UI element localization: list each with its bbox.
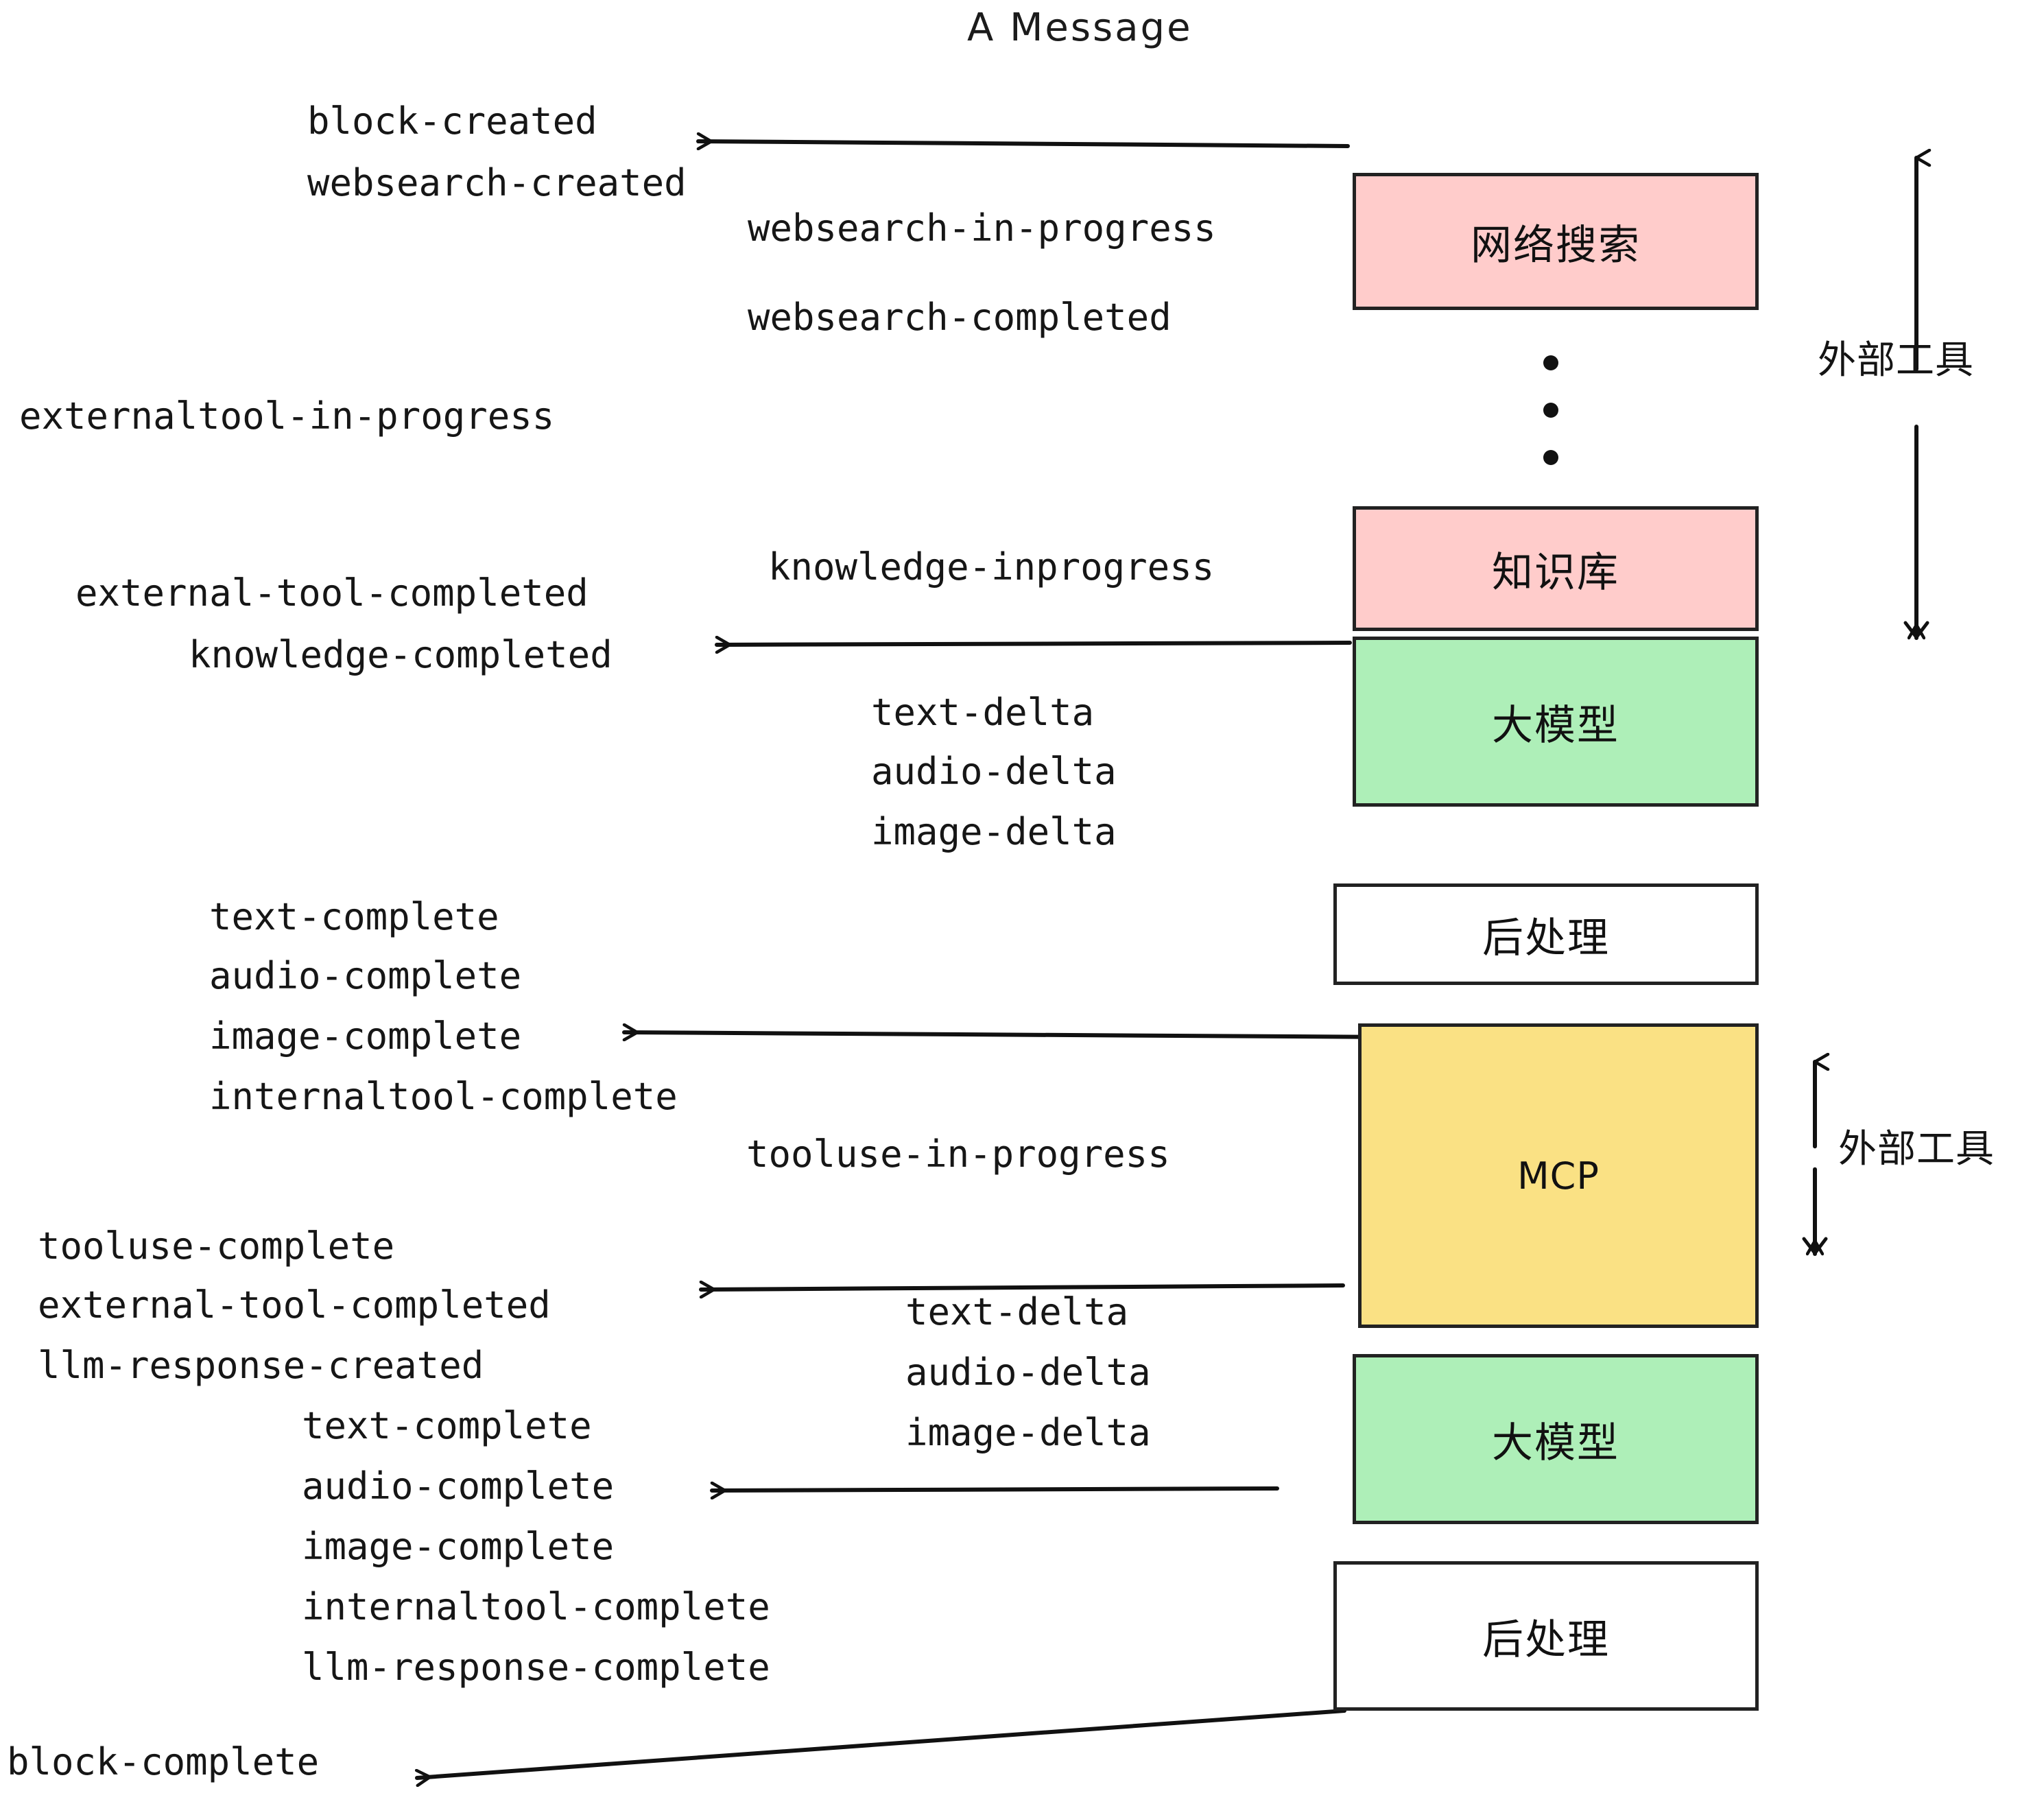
box-label: 后处理 — [1482, 1615, 1610, 1664]
event-label-image-delta: image-delta — [871, 810, 1117, 853]
event-label-external-tool-completed: external-tool-completed — [75, 571, 589, 615]
ellipsis-dot — [1543, 450, 1558, 465]
event-label-image-complete: image-complete — [302, 1525, 615, 1568]
ellipsis-dots — [1543, 355, 1559, 465]
event-label-llm-response-created: llm-response-created — [38, 1344, 484, 1387]
external-tool-range-bottom-down-arrowhead — [1802, 1237, 1828, 1255]
box-postprocess-2: 后处理 — [1333, 1561, 1759, 1711]
block-complete-arrow — [417, 1709, 1346, 1778]
block-created-arrow — [696, 141, 1350, 146]
event-label-text-delta: text-delta — [905, 1290, 1129, 1333]
event-label-tooluse-complete: tooluse-complete — [38, 1224, 395, 1268]
event-label-internaltool-complete: internaltool-complete — [302, 1585, 770, 1628]
knowledge-arrow — [715, 643, 1352, 645]
box-knowledge: 知识库 — [1353, 506, 1759, 631]
ellipsis-dot — [1543, 355, 1558, 370]
box-label: 后处理 — [1482, 914, 1610, 962]
event-label-externaltool-in-progress: externaltool-in-progress — [19, 394, 555, 438]
event-label-tooluse-in-progress: tooluse-in-progress — [746, 1132, 1170, 1176]
event-label-image-complete: image-complete — [209, 1014, 522, 1058]
box-llm-1: 大模型 — [1353, 637, 1759, 807]
box-label: 大模型 — [1492, 701, 1619, 750]
event-label-llm-response-complete: llm-response-complete — [302, 1646, 770, 1689]
event-label-audio-delta: audio-delta — [905, 1351, 1151, 1394]
event-label-external-tool-completed: external-tool-completed — [38, 1283, 551, 1327]
side-label-external-tool-top: 外部工具 — [1818, 338, 1974, 383]
event-label-audio-complete: audio-complete — [209, 954, 522, 997]
box-label: 网络搜索 — [1471, 221, 1641, 270]
page-title: A Message — [967, 5, 1193, 50]
event-label-internaltool-complete: internaltool-complete — [209, 1075, 678, 1118]
ellipsis-dot — [1543, 403, 1558, 418]
event-label-websearch-in-progress: websearch-in-progress — [748, 206, 1216, 250]
event-label-image-delta: image-delta — [905, 1411, 1151, 1454]
image-complete-arrow — [622, 1032, 1400, 1037]
event-label-block-created: block-created — [307, 99, 597, 143]
event-label-audio-delta: audio-delta — [871, 750, 1117, 793]
box-mcp: MCP — [1358, 1023, 1759, 1328]
tooluse-arrow — [699, 1285, 1345, 1290]
event-label-audio-complete: audio-complete — [302, 1464, 615, 1508]
event-label-text-complete: text-complete — [209, 895, 499, 938]
external-tool-range-top-down-arrowhead — [1903, 621, 1929, 639]
box-label: MCP — [1517, 1154, 1600, 1198]
event-label-websearch-completed: websearch-completed — [748, 296, 1172, 339]
box-llm-2: 大模型 — [1353, 1354, 1759, 1524]
box-postprocess-1: 后处理 — [1333, 883, 1759, 985]
event-label-block-complete: block-complete — [7, 1740, 320, 1783]
event-label-knowledge-inprogress: knowledge-inprogress — [768, 545, 1215, 589]
event-label-websearch-created: websearch-created — [307, 161, 687, 204]
audio-complete-arrow — [710, 1488, 1279, 1491]
box-label: 知识库 — [1492, 548, 1619, 597]
side-label-external-tool-bottom: 外部工具 — [1838, 1127, 1995, 1172]
box-label: 大模型 — [1492, 1419, 1619, 1467]
event-label-text-delta: text-delta — [871, 691, 1095, 734]
event-label-text-complete: text-complete — [302, 1404, 592, 1447]
box-websearch: 网络搜索 — [1353, 173, 1759, 310]
event-label-knowledge-completed: knowledge-completed — [189, 633, 613, 676]
